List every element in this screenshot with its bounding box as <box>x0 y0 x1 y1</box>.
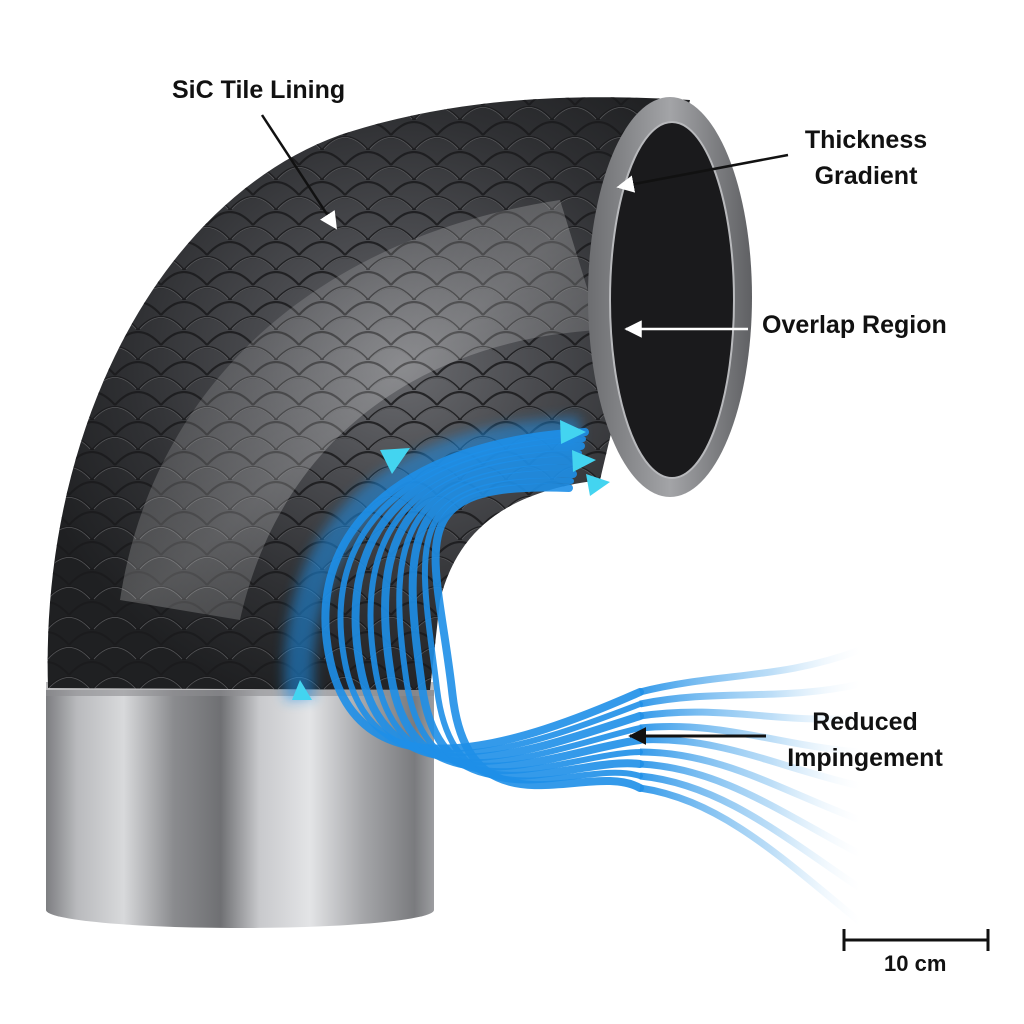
thickness-gradient-label: Thickness Gradient <box>796 122 936 194</box>
sic-tile-leader <box>260 114 338 230</box>
streamline <box>422 477 643 784</box>
flow-arrowhead <box>572 450 596 472</box>
streamline <box>381 456 644 771</box>
streamline-tail <box>639 760 862 858</box>
reduced-impingement-label-line2: Impingement <box>787 744 943 772</box>
flow-arrowhead <box>560 420 586 444</box>
thickness-gradient-leader <box>616 153 789 193</box>
scale-bar <box>842 929 990 951</box>
streamline <box>431 483 644 792</box>
streamline <box>396 463 643 775</box>
streamline-tail <box>639 680 861 708</box>
streamline <box>351 442 644 762</box>
streamline <box>321 428 644 753</box>
streamline-tail <box>639 784 863 925</box>
flow-streamlines <box>284 417 863 925</box>
reduced-impingement-label: Reduced Impingement <box>776 704 954 776</box>
streamline-tail <box>639 772 862 891</box>
sic-tile-lining-label: SiC Tile Lining <box>172 76 346 104</box>
pipe-opening <box>588 97 752 497</box>
overlap-region-label: Overlap Region <box>762 311 947 339</box>
thickness-gradient-label-line2: Gradient <box>814 162 918 190</box>
flow-arrowhead <box>292 680 312 700</box>
flow-arrowheads <box>292 420 610 700</box>
streamline-tail <box>639 736 861 790</box>
streamline <box>367 450 643 766</box>
flow-arrowhead <box>586 474 610 496</box>
streamline <box>337 436 643 757</box>
streamline-tail <box>639 748 862 824</box>
scale-bar-label: 10 cm <box>884 951 947 976</box>
sic-tiled-elbow <box>47 97 690 690</box>
thickness-gradient-label-line1: Thickness <box>804 126 928 154</box>
flow-arrowhead <box>380 448 410 474</box>
reduced-impingement-label-line1: Reduced <box>812 708 918 736</box>
streamline <box>408 469 644 780</box>
streamline-tail <box>639 646 862 696</box>
streamline-tail <box>639 708 861 723</box>
